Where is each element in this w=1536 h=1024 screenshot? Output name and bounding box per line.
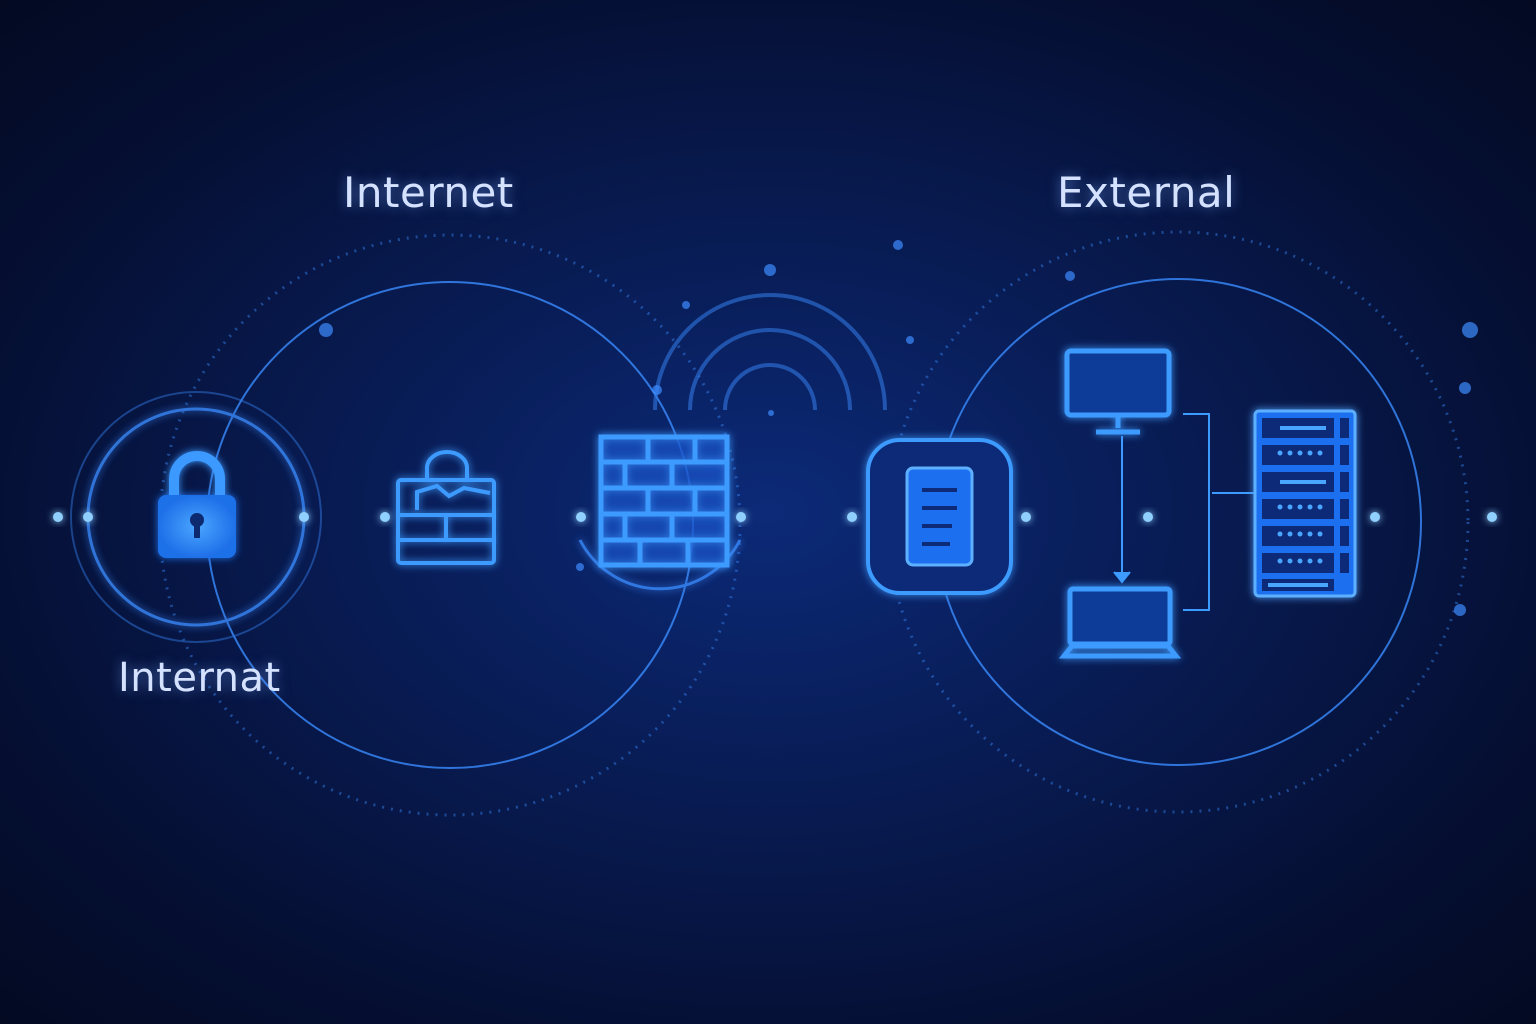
zone-label-external: External: [1057, 168, 1236, 217]
laptop-icon: [1058, 586, 1182, 659]
connector-lines: [1113, 413, 1256, 611]
monitor-icon: [1064, 348, 1172, 435]
background-particles: [319, 240, 1478, 616]
padlock-icon: [158, 451, 236, 558]
zone-label-internet: Internet: [343, 168, 514, 217]
mobile-device-icon: [866, 438, 1013, 595]
briefcase-icon: [396, 450, 496, 565]
connection-nodes: [53, 512, 1497, 522]
server-rack-icon: [1253, 409, 1357, 598]
firewall-icon: [598, 434, 730, 568]
node-label-internat: Internat: [118, 655, 281, 701]
